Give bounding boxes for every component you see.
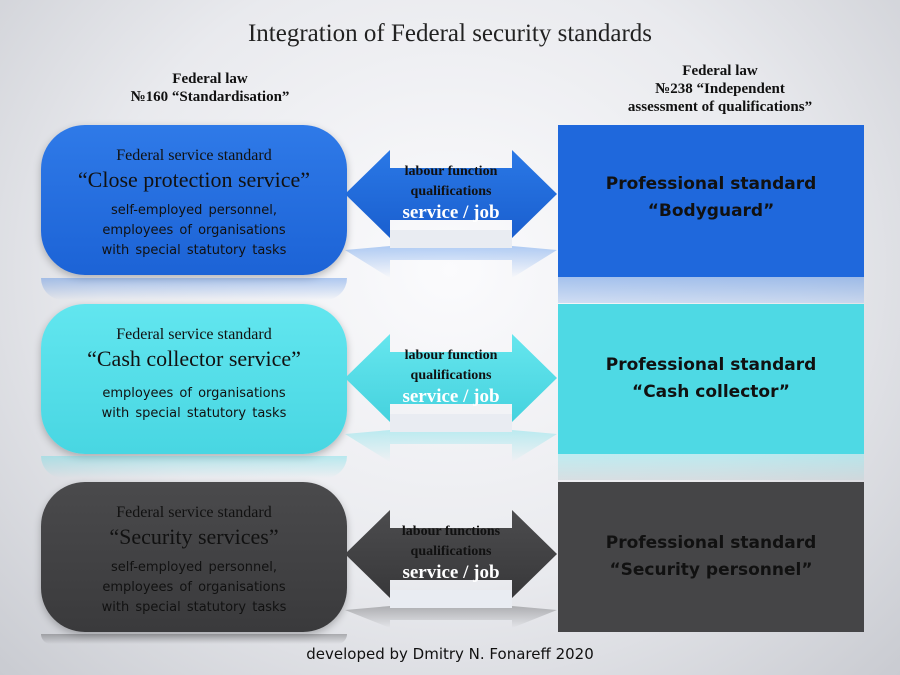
service-heading: Federal service standard	[116, 326, 272, 343]
page-title: Integration of Federal security standard…	[247, 20, 653, 47]
arrow-label-service-job: service / job	[402, 202, 500, 223]
prof-reflection	[558, 454, 864, 480]
prof-heading: Professional standard	[605, 533, 817, 553]
double-arrow-row3: labour functions qualifications service …	[345, 510, 557, 640]
service-standard-cash-collector: Federal service standard “Cash collector…	[41, 304, 347, 454]
service-heading: Federal service standard	[116, 147, 272, 164]
service-reflection	[41, 456, 347, 478]
service-desc-line: with special statutory tasks	[101, 406, 287, 421]
professional-standard-bodyguard: Professional standard “Bodyguard”	[558, 125, 864, 277]
service-desc-line: employees of organisations	[102, 223, 286, 238]
service-name: “Security services”	[109, 524, 279, 549]
service-standard-security-services: Federal service standard “Security servi…	[41, 482, 347, 632]
double-arrow-icon	[345, 150, 557, 278]
service-reflection	[41, 278, 347, 300]
service-desc-line: self-employed personnel,	[110, 560, 278, 575]
federal-law-160: Federal law №160 “Standardisation”	[80, 70, 340, 106]
service-heading: Federal service standard	[116, 504, 272, 521]
double-arrow-icon	[345, 334, 557, 462]
service-description: employees of organisations with special …	[41, 384, 347, 424]
service-desc-line: employees of organisations	[102, 386, 286, 401]
service-desc-line: with special statutory tasks	[101, 243, 287, 258]
service-standard-close-protection: Federal service standard “Close protecti…	[41, 125, 347, 275]
double-arrow-icon	[345, 510, 557, 628]
service-description: self-employed personnel, employees of or…	[41, 201, 347, 261]
law-right-line3: assessment of qualifications”	[627, 99, 813, 115]
double-arrow-row2: labour function qualifications service /…	[345, 334, 557, 464]
service-name: “Close protection service”	[77, 167, 311, 192]
law-right-line2: №238 “Independent	[655, 81, 785, 97]
arrow-label-labour: labour functions	[401, 524, 501, 539]
footer-credit: developed by Dmitry N. Fonareff 2020	[306, 645, 594, 663]
prof-heading: Professional standard	[605, 174, 817, 194]
prof-name: “Bodyguard”	[647, 201, 775, 221]
professional-standard-security-personnel: Professional standard “Security personne…	[558, 482, 864, 632]
arrow-label-qualifications: qualifications	[410, 368, 492, 383]
arrow-label-qualifications: qualifications	[410, 184, 492, 199]
arrow-label-labour: labour function	[404, 348, 498, 363]
prof-name: “Security personnel”	[609, 560, 813, 580]
arrow-label-labour: labour function	[404, 164, 498, 179]
arrow-label-service-job: service / job	[402, 562, 500, 583]
law-left-line2: №160 “Standardisation”	[130, 89, 290, 105]
service-description: self-employed personnel, employees of or…	[41, 558, 347, 618]
service-desc-line: self-employed personnel,	[110, 203, 278, 218]
law-left-line1: Federal law	[172, 71, 248, 87]
service-reflection	[41, 634, 347, 644]
law-right-line1: Federal law	[682, 63, 758, 79]
service-desc-line: with special statutory tasks	[101, 600, 287, 615]
prof-reflection	[558, 277, 864, 303]
federal-law-238: Federal law №238 “Independent assessment…	[560, 62, 880, 116]
professional-standard-cash-collector: Professional standard “Cash collector”	[558, 304, 864, 454]
arrow-label-service-job: service / job	[402, 386, 500, 407]
double-arrow-row1: labour function qualifications service /…	[345, 150, 557, 280]
service-desc-line: employees of organisations	[102, 580, 286, 595]
service-name: “Cash collector service”	[87, 346, 301, 371]
arrow-label-qualifications: qualifications	[410, 544, 492, 559]
prof-heading: Professional standard	[605, 355, 817, 375]
prof-name: “Cash collector”	[632, 382, 790, 402]
